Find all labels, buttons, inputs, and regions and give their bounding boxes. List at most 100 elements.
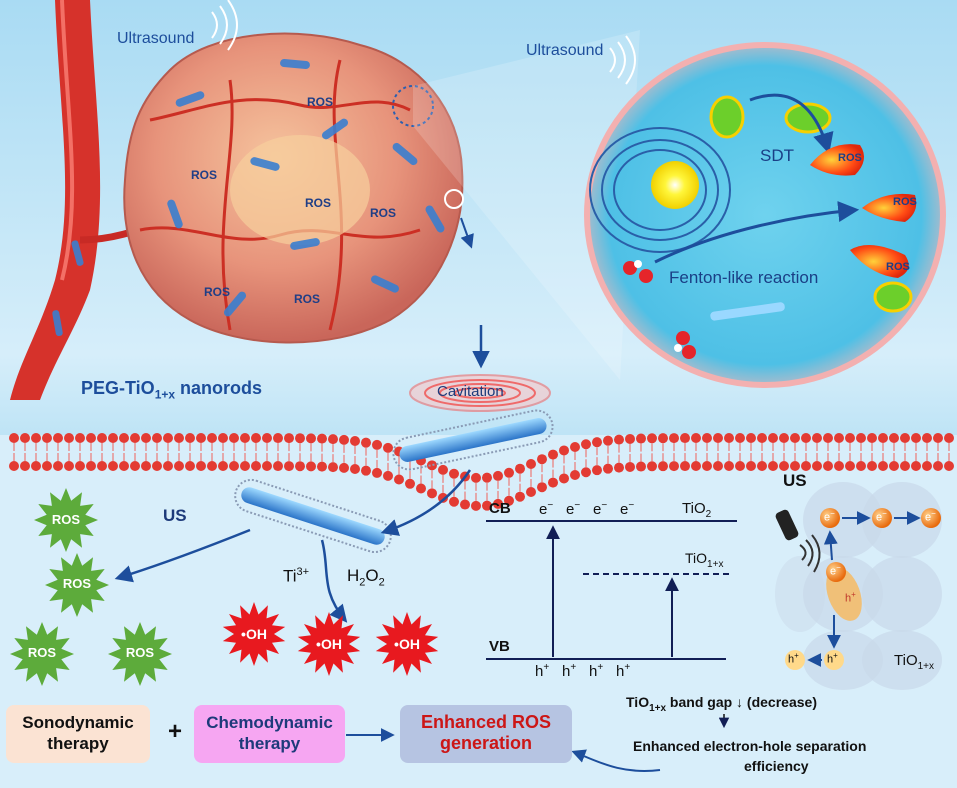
lipid-head [559,473,569,484]
lipid-head [911,461,921,471]
lipid-head [790,433,800,443]
ros-stars [10,488,172,686]
lipid-head [702,433,712,444]
electron-label: e− [539,500,554,518]
lipid-head [570,469,580,480]
lipid-head [9,461,19,471]
bandgap-text: TiO1+x band gap ↓ (decrease) [626,694,817,714]
vb-label: VB [489,638,510,655]
lipid-head [163,433,173,443]
lipid-head [834,433,844,443]
lipid-head [779,461,789,471]
ros-star-label: ROS [62,576,92,591]
lipid-head [515,491,525,502]
band-diagram [486,520,737,660]
ultrasound-waves-left [211,0,238,51]
lipid-head [658,433,668,444]
lipid-head [889,461,899,471]
lipid-head [922,461,932,471]
lipid-head [823,433,833,443]
ros-star [45,553,109,617]
lipid-head [460,499,470,510]
lipid-head [515,463,525,474]
separation-text-line1: Enhanced electron-hole separation [633,738,867,754]
cell-ros-label: ROS [893,196,917,208]
ros-star-label: ROS [51,512,81,527]
lipid-head [31,461,41,471]
active-nanorod [234,478,392,554]
lipid-head [735,461,745,472]
lipid-head [361,437,371,448]
lipid-head [713,461,723,472]
lipid-head [262,461,272,472]
lipid-head [75,433,85,443]
lipid-head [405,478,415,489]
lipid-head [603,463,613,474]
lipid-head [317,433,327,444]
ros-star-label: ROS [27,645,57,660]
lipid-head [669,461,679,472]
lattice-electron: e− [925,509,936,524]
hole-label: h+ [535,662,550,680]
lipid-head [42,461,52,471]
cb-label: CB [489,500,511,517]
lipid-head [823,461,833,471]
lipid-head [20,461,30,471]
ros-star [10,622,74,686]
arrow-to-ros [114,528,251,583]
lipid-head [350,464,360,475]
zoom-circle [392,85,434,127]
lipid-head [152,461,162,471]
lattice-electron: e− [824,509,835,524]
enhanced-line1: Enhanced ROS [420,712,552,732]
lipid-head [196,461,206,472]
lipid-head [306,433,316,444]
lipid-head [482,500,492,511]
lipid-head [273,461,283,472]
lipid-head [119,433,129,443]
lipid-head [471,500,481,511]
lipid-head [724,461,734,472]
lipid-head [196,433,206,444]
lipid-head [592,465,602,476]
lipid-head [691,461,701,472]
lipid-head [537,482,547,493]
lipid-head [471,472,481,483]
tumor-ros-label: ROS [204,285,231,299]
lipid-head [493,470,503,481]
tumor-ros-label: ROS [370,206,397,220]
ros-star [108,622,172,686]
ultrasound-probe [775,509,799,541]
arrow-small-down [460,217,474,249]
lipid-head [262,433,272,444]
lipid-head [647,461,657,472]
lipid-head [383,470,393,481]
lipid-head [911,433,921,443]
tumor-ros-label: ROS [294,292,321,306]
sono-line1: Sonodynamic [22,713,134,732]
lipid-head [97,461,107,471]
lipid-head [834,461,844,471]
lipid-head [416,483,426,494]
mitochondrion-1 [709,95,745,139]
lipid-head [900,433,910,443]
lipid-head [702,461,712,472]
lipid-head [889,433,899,443]
lattice-mechanism [775,482,942,690]
electron-label: e− [593,500,608,518]
lattice-hole: h+ [827,651,838,666]
lipid-head [108,433,118,443]
lipid-head [757,433,767,444]
chemo-line2: therapy [238,734,301,753]
lipid-head [867,433,877,443]
lipid-head [647,433,657,444]
lipid-head [64,433,74,443]
separation-text-line2: efficiency [744,758,809,774]
oh-stars [222,602,439,676]
lipid-head [328,434,338,445]
sono-line2: therapy [47,734,109,753]
lipid-head [559,445,569,456]
lipid-head [537,454,547,465]
h2o2-label: H2O2 [347,566,385,589]
